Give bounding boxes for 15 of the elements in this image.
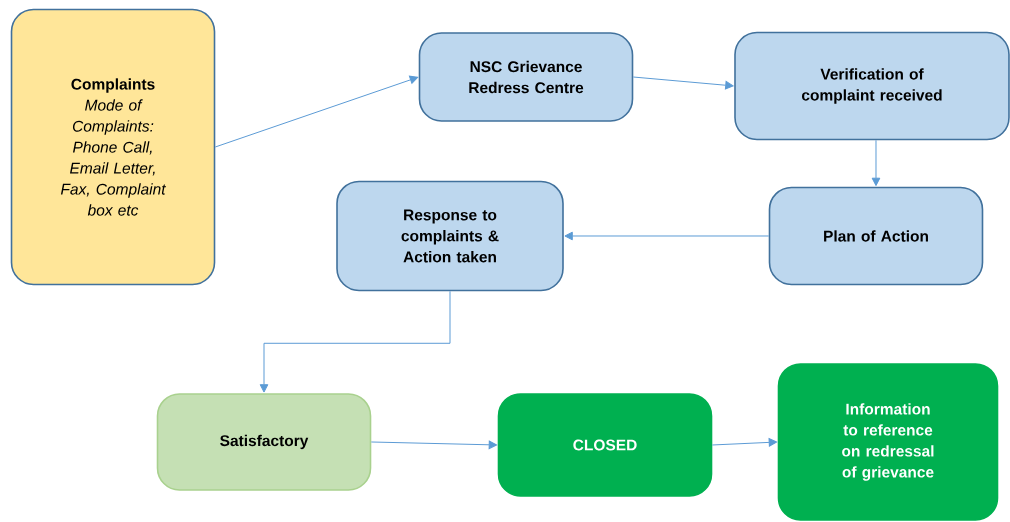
process-box: NSC Grievance Redress Centre [418,32,634,122]
complaint-box: Complaints Mode of Complaints: Phone Call, Email Letter, Fax, Complaint box etc [10,8,216,286]
status-box: CLOSED [497,393,713,497]
process-box: Plan of Action [768,186,984,286]
arrow [370,440,498,450]
arrow [871,139,881,187]
arrow [259,290,451,393]
process-box: Verification of complaint received [734,31,1010,141]
arrow [632,76,734,90]
arrow [711,438,778,447]
arrow [214,75,419,148]
status-box: Information to reference on redressal of grievance [777,363,999,521]
status-box: Satisfactory [156,393,372,491]
process-box: Response to complaints & Action taken [336,180,564,292]
arrow [564,231,770,241]
